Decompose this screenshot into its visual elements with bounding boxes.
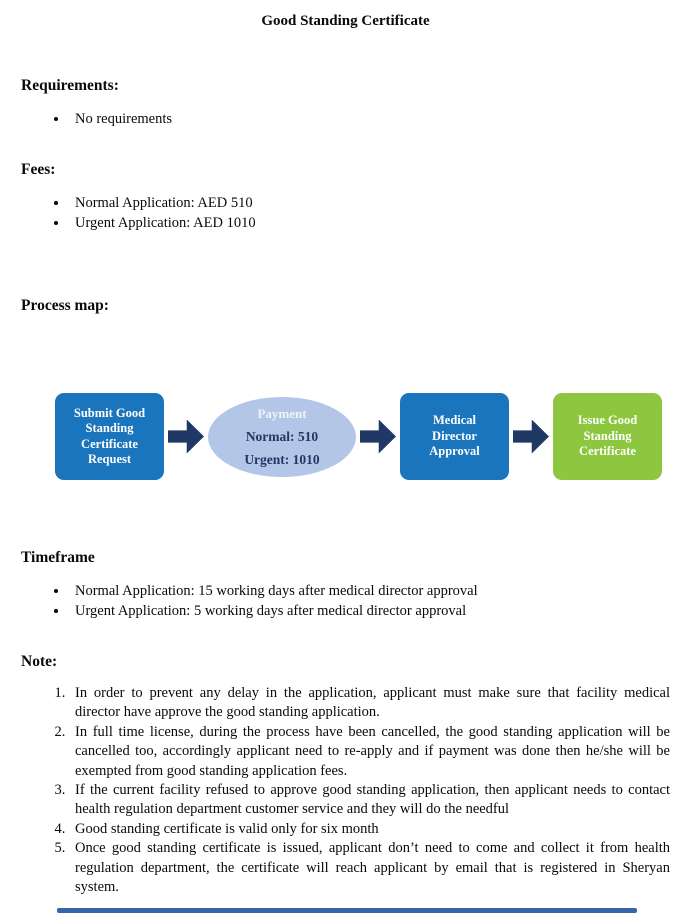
note-item: Once good standing certificate is issued… — [69, 839, 670, 897]
flow-step-label-line: Issue Good — [577, 413, 638, 428]
requirements-list: No requirements — [21, 109, 670, 129]
list-item: Urgent Application: 5 working days after… — [69, 601, 670, 621]
note-item: In full time license, during the process… — [69, 723, 670, 781]
process-map-heading: Process map: — [21, 297, 109, 314]
payment-label: Payment — [257, 405, 307, 421]
list-item: No requirements — [69, 109, 670, 129]
list-item: Urgent Application: AED 1010 — [69, 213, 670, 233]
requirements-heading: Requirements: — [21, 77, 119, 94]
flow-step-label-line: Medical — [432, 413, 477, 428]
flow-step-label-line: Approval — [429, 444, 480, 459]
flow-step-label-line: Request — [87, 452, 132, 466]
flow-step-label-line: Certificate — [579, 444, 636, 459]
note-list: In order to prevent any delay in the app… — [21, 684, 670, 897]
flow-step-medical-director-approval: Medical Director Approval — [400, 393, 509, 480]
flow-step-issue-certificate: Issue Good Standing Certificate — [553, 393, 662, 480]
timeframe-heading: Timeframe — [21, 549, 95, 566]
flow-step-submit-request: Submit Good Standing Certificate Request — [55, 393, 164, 480]
list-item: Normal Application: AED 510 — [69, 193, 670, 213]
flow-step-label-line: Submit Good — [73, 405, 146, 420]
flow-step-label-line: Standing — [583, 428, 632, 443]
note-item: Good standing certificate is valid only … — [69, 820, 670, 839]
arrow-right-icon — [513, 419, 549, 454]
flow-step-label-line: Standing — [85, 421, 134, 435]
note-item: In order to prevent any delay in the app… — [69, 684, 670, 723]
fees-list: Normal Application: AED 510 Urgent Appli… — [21, 193, 670, 233]
note-item: If the current facility refused to appro… — [69, 781, 670, 820]
page-title: Good Standing Certificate — [261, 13, 430, 29]
timeframe-list: Normal Application: 15 working days afte… — [21, 581, 670, 621]
payment-normal-fee: Normal: 510 — [245, 428, 319, 444]
arrow-right-icon — [168, 419, 204, 454]
fees-heading: Fees: — [21, 161, 56, 178]
list-item: Normal Application: 15 working days afte… — [69, 581, 670, 601]
flow-step-payment: Payment Normal: 510 Urgent: 1010 — [208, 396, 356, 477]
document-page: Good Standing Certificate Requirements: … — [0, 11, 696, 913]
process-map-diagram: Submit Good Standing Certificate Request… — [55, 393, 670, 480]
arrow-right-icon — [360, 419, 396, 454]
flow-step-label-line: Certificate — [81, 436, 138, 451]
horizontal-scrollbar[interactable] — [57, 908, 637, 913]
note-heading: Note: — [21, 653, 58, 670]
flow-step-label-line: Director — [432, 428, 477, 443]
payment-urgent-fee: Urgent: 1010 — [244, 451, 320, 467]
